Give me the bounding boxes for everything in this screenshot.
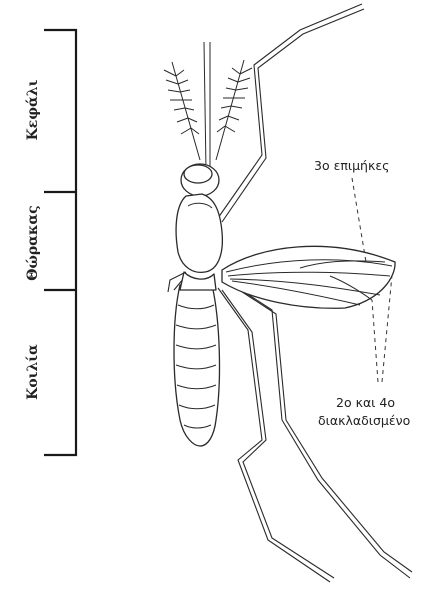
second-vein-pointer (372, 300, 378, 382)
left-antenna (172, 62, 200, 160)
third-vein-label: 3ο επιμήκες (314, 158, 389, 173)
thorax (176, 194, 222, 272)
proboscis-left (204, 42, 206, 170)
fourth-vein-pointer (382, 275, 392, 382)
middle-leg-edge (230, 284, 412, 572)
right-antenna (216, 60, 244, 160)
waist (180, 272, 216, 290)
wing (222, 246, 395, 308)
head-appendages (164, 42, 252, 170)
wing-outline (222, 246, 395, 308)
thorax-label: Θώρακας (25, 205, 41, 280)
region-bracket (44, 30, 76, 455)
front-leg-edge (222, 9, 364, 222)
second-fourth-label-line2: διακλαδισμένο (318, 413, 410, 428)
head-label: Κεφάλι (25, 79, 41, 140)
front-leg (218, 4, 362, 218)
middle-leg (226, 280, 410, 578)
bracket-outline (44, 30, 76, 455)
head-top (184, 165, 212, 183)
abdomen-label: Κοιλία (24, 344, 41, 400)
second-fourth-label-line1: 2ο και 4ο (336, 395, 395, 410)
body (174, 164, 222, 446)
